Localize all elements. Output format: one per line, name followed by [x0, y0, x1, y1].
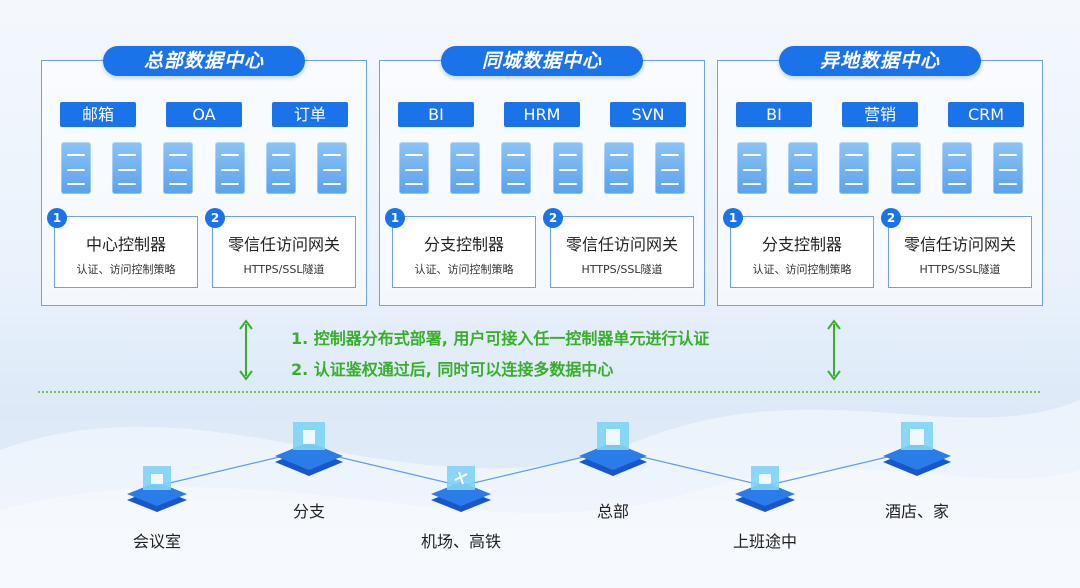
gateway-box: 2 零信任访问网关 HTTPS/SSL隧道 — [543, 208, 694, 288]
app-row: 邮箱 OA 订单 — [60, 102, 348, 127]
hotel-home-icon — [883, 422, 951, 476]
controller-title: 分支控制器 — [423, 235, 504, 254]
datacenter-hq: 总部数据中心 邮箱 OA 订单 1 中心控制器 认证、访问控制策略 2 零信任访… — [41, 46, 367, 306]
double-arrow-icon — [239, 319, 253, 381]
background-wave — [0, 400, 1080, 588]
server-icon — [552, 142, 583, 194]
meeting-room-icon — [127, 466, 187, 512]
server-icon — [788, 142, 819, 194]
number-badge: 2 — [881, 208, 901, 228]
app-row: BI HRM SVN — [398, 102, 686, 127]
controller-subtitle: 认证、访问控制策略 — [76, 263, 176, 276]
server-icon — [450, 142, 481, 194]
app-label: BI — [736, 102, 812, 127]
controller-subtitle: 认证、访问控制策略 — [414, 263, 514, 276]
server-icon — [316, 142, 347, 194]
app-label: 订单 — [272, 102, 348, 127]
controller-subtitle: 认证、访问控制策略 — [752, 263, 852, 276]
controller-box: 1 中心控制器 认证、访问控制策略 — [47, 208, 198, 288]
location-airport-rail: 机场、高铁 — [420, 532, 502, 551]
server-icon — [112, 142, 143, 194]
note-line-2: 2. 认证鉴权通过后, 同时可以连接多数据中心 — [291, 360, 614, 379]
location-headquarters: 总部 — [596, 502, 630, 521]
app-label: HRM — [504, 102, 580, 127]
app-label: CRM — [948, 102, 1024, 127]
server-icon — [737, 142, 767, 194]
note-line-1: 1. 控制器分布式部署, 用户可接入任一控制器单元进行认证 — [291, 329, 710, 348]
double-arrow-icon — [827, 319, 841, 381]
app-label: SVN — [610, 102, 686, 127]
gateway-subtitle: HTTPS/SSL隧道 — [919, 263, 1001, 276]
number-badge: 1 — [723, 208, 743, 228]
gateway-box: 2 零信任访问网关 HTTPS/SSL隧道 — [881, 208, 1032, 288]
number-badge: 1 — [47, 208, 67, 228]
server-icon — [163, 142, 194, 194]
server-icon — [992, 142, 1023, 194]
server-icon — [839, 142, 870, 194]
server-row — [61, 142, 347, 194]
datacenter-remote: 异地数据中心 BI 营销 CRM 1 分支控制器 认证、访问控制策略 2 零信任… — [717, 46, 1043, 306]
server-icon — [941, 142, 972, 194]
server-icon — [603, 142, 634, 194]
app-label: OA — [166, 102, 242, 127]
location-branch: 分支 — [292, 502, 326, 521]
server-icon — [265, 142, 296, 194]
datacenter-title: 同城数据中心 — [441, 46, 643, 76]
controller-title: 中心控制器 — [85, 235, 166, 254]
gateway-box: 2 零信任访问网关 HTTPS/SSL隧道 — [205, 208, 356, 288]
gateway-title: 零信任访问网关 — [227, 235, 340, 254]
number-badge: 2 — [543, 208, 563, 228]
server-icon — [501, 142, 532, 194]
controller-box: 1 分支控制器 认证、访问控制策略 — [723, 208, 874, 288]
server-icon — [61, 142, 91, 194]
server-row — [737, 142, 1023, 194]
divider-line — [38, 391, 1040, 393]
location-meeting-room: 会议室 — [132, 532, 182, 551]
commute-icon — [735, 466, 795, 512]
gateway-title: 零信任访问网关 — [903, 235, 1016, 254]
gateway-title: 零信任访问网关 — [565, 235, 678, 254]
app-label: 营销 — [842, 102, 918, 127]
datacenter-title: 总部数据中心 — [103, 46, 305, 76]
location-hotel-home: 酒店、家 — [884, 502, 950, 521]
server-icon — [214, 142, 245, 194]
app-label: 邮箱 — [60, 102, 136, 127]
airplane-icon — [431, 466, 491, 512]
controller-title: 分支控制器 — [761, 235, 842, 254]
server-icon — [399, 142, 429, 194]
app-label: BI — [398, 102, 474, 127]
server-row — [399, 142, 685, 194]
headquarters-icon — [579, 422, 647, 476]
app-row: BI 营销 CRM — [736, 102, 1024, 127]
server-icon — [890, 142, 921, 194]
location-commute: 上班途中 — [732, 532, 798, 551]
branch-office-icon — [275, 422, 343, 476]
number-badge: 2 — [205, 208, 225, 228]
datacenter-title: 异地数据中心 — [779, 46, 981, 76]
server-icon — [654, 142, 685, 194]
datacenter-same-city: 同城数据中心 BI HRM SVN 1 分支控制器 认证、访问控制策略 2 零信… — [379, 46, 705, 306]
controller-box: 1 分支控制器 认证、访问控制策略 — [385, 208, 536, 288]
gateway-subtitle: HTTPS/SSL隧道 — [581, 263, 663, 276]
gateway-subtitle: HTTPS/SSL隧道 — [243, 263, 325, 276]
number-badge: 1 — [385, 208, 405, 228]
